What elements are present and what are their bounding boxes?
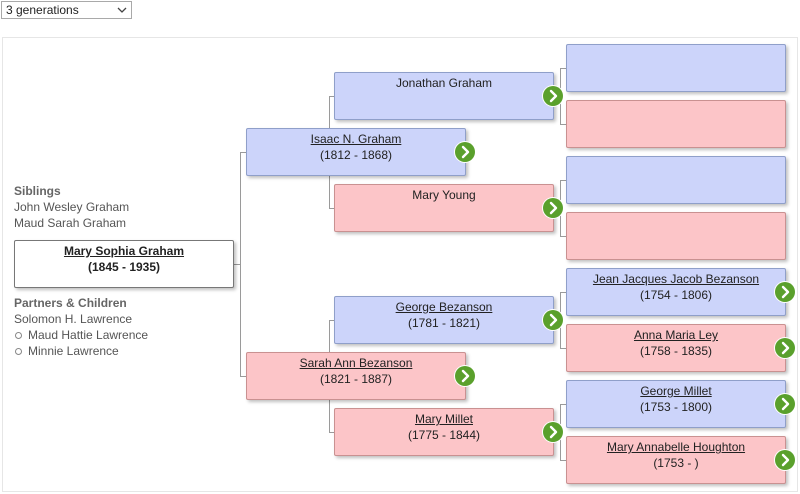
root-person-name[interactable]: Mary Sophia Graham	[63, 244, 185, 258]
expand-arrow-icon[interactable]	[543, 198, 563, 218]
connector	[240, 152, 246, 153]
paternal-grandmother-card[interactable]: Mary Young	[334, 184, 554, 232]
expand-arrow-icon[interactable]	[455, 366, 475, 386]
maternal-grandfather-years: (1781 - 1821)	[407, 316, 481, 330]
great-grandparent-name[interactable]: George Millet	[640, 384, 712, 398]
paternal-grandmother-name: Mary Young	[412, 188, 476, 202]
empty-ancestor-slot[interactable]	[566, 100, 786, 148]
sibling-item[interactable]: John Wesley Graham	[14, 200, 130, 214]
maternal-grandfather-name[interactable]: George Bezanson	[395, 300, 493, 314]
great-grandparent-years: (1753 - 1800)	[639, 400, 713, 414]
great-grandparent-name[interactable]: Anna Maria Ley	[633, 328, 719, 342]
connector	[240, 152, 241, 376]
great-grandparent-years: (1753 - )	[653, 456, 699, 470]
empty-ancestor-slot[interactable]	[566, 44, 786, 92]
connector	[240, 376, 246, 377]
expand-arrow-icon[interactable]	[543, 310, 563, 330]
connector	[329, 96, 334, 97]
generations-select[interactable]: 3 generations	[1, 1, 132, 19]
bullet-icon	[15, 347, 22, 355]
maternal-grandmother-years: (1775 - 1844)	[407, 428, 481, 442]
expand-arrow-icon[interactable]	[775, 338, 795, 358]
expand-arrow-icon[interactable]	[543, 422, 563, 442]
connector	[560, 348, 566, 349]
great-grandparent-name[interactable]: Jean Jacques Jacob Bezanson	[592, 272, 760, 286]
paternal-grandfather-name: Jonathan Graham	[395, 76, 493, 90]
expand-arrow-icon[interactable]	[455, 142, 475, 162]
great-grandparent-name[interactable]: Mary Annabelle Houghton	[606, 440, 746, 454]
great-grandparent-card[interactable]: Mary Annabelle Houghton (1753 - )	[566, 436, 786, 484]
mother-card[interactable]: Sarah Ann Bezanson (1821 - 1887)	[246, 352, 466, 400]
connector	[560, 68, 566, 69]
great-grandparent-card[interactable]: Jean Jacques Jacob Bezanson (1754 - 1806…	[566, 268, 786, 316]
child-name: Maud Hattie Lawrence	[28, 328, 149, 342]
great-grandparent-years: (1758 - 1835)	[639, 344, 713, 358]
connector	[560, 180, 566, 181]
great-grandparent-years: (1754 - 1806)	[639, 288, 713, 302]
partner-item[interactable]: Solomon H. Lawrence	[14, 312, 133, 326]
expand-arrow-icon[interactable]	[775, 394, 795, 414]
paternal-grandfather-card[interactable]: Jonathan Graham	[334, 72, 554, 120]
generations-select-value: 3 generations	[6, 3, 79, 17]
siblings-section: Siblings John Wesley Graham Maud Sarah G…	[14, 183, 129, 231]
empty-ancestor-slot[interactable]	[566, 156, 786, 204]
chevron-down-icon	[117, 7, 127, 13]
mother-name[interactable]: Sarah Ann Bezanson	[299, 356, 413, 370]
connector	[560, 460, 566, 461]
partners-section: Partners & Children Solomon H. Lawrence …	[14, 295, 148, 359]
child-item[interactable]: Minnie Lawrence	[14, 343, 148, 359]
bullet-icon	[15, 331, 22, 339]
root-person-years: (1845 - 1935)	[87, 260, 161, 274]
connector	[329, 320, 334, 321]
expand-arrow-icon[interactable]	[775, 450, 795, 470]
child-item[interactable]: Maud Hattie Lawrence	[14, 327, 148, 343]
root-person-card[interactable]: Mary Sophia Graham (1845 - 1935)	[14, 240, 234, 288]
expand-arrow-icon[interactable]	[775, 282, 795, 302]
father-name[interactable]: Isaac N. Graham	[310, 132, 402, 146]
connector	[329, 208, 334, 209]
connector	[560, 404, 566, 405]
pedigree-chart	[2, 37, 798, 492]
maternal-grandmother-name[interactable]: Mary Millet	[414, 412, 473, 426]
father-card[interactable]: Isaac N. Graham (1812 - 1868)	[246, 128, 466, 176]
sibling-item[interactable]: Maud Sarah Graham	[14, 216, 127, 230]
maternal-grandfather-card[interactable]: George Bezanson (1781 - 1821)	[334, 296, 554, 344]
father-years: (1812 - 1868)	[319, 148, 393, 162]
connector	[329, 432, 334, 433]
siblings-heading: Siblings	[14, 184, 61, 198]
maternal-grandmother-card[interactable]: Mary Millet (1775 - 1844)	[334, 408, 554, 456]
empty-ancestor-slot[interactable]	[566, 212, 786, 260]
great-grandparent-card[interactable]: George Millet (1753 - 1800)	[566, 380, 786, 428]
great-grandparent-card[interactable]: Anna Maria Ley (1758 - 1835)	[566, 324, 786, 372]
connector	[560, 236, 566, 237]
mother-years: (1821 - 1887)	[319, 372, 393, 386]
partners-heading: Partners & Children	[14, 296, 127, 310]
expand-arrow-icon[interactable]	[543, 86, 563, 106]
connector	[233, 264, 240, 265]
connector	[560, 292, 566, 293]
connector	[560, 124, 566, 125]
child-name: Minnie Lawrence	[28, 344, 119, 358]
